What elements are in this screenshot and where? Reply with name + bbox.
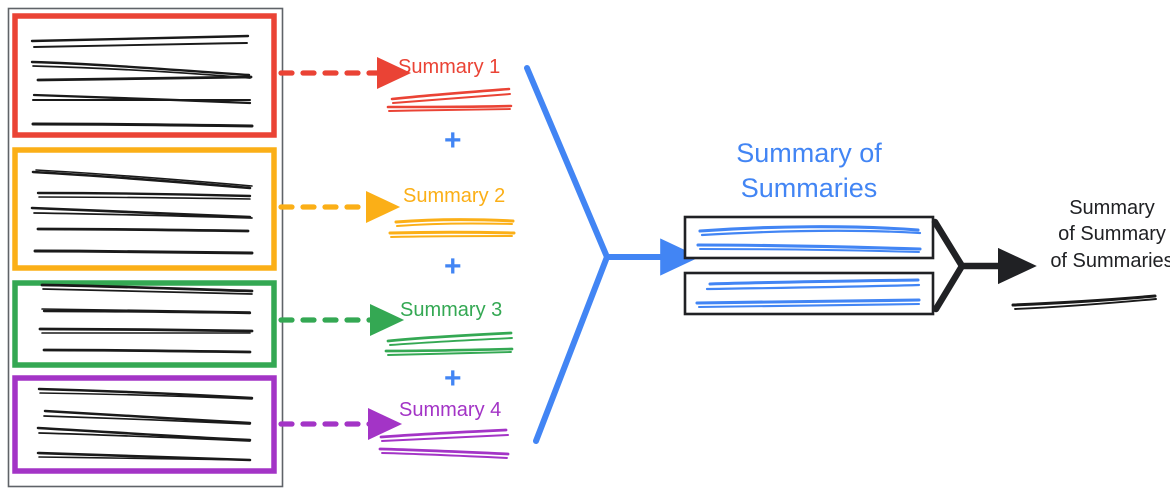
document-scribble-lines [30,34,254,128]
sos-box-1[interactable] [683,215,935,260]
sos-box-2[interactable] [683,271,935,316]
summary-1-scribble [386,87,513,112]
arrow-merge-final [931,218,1037,313]
document-scribble-lines [36,387,254,462]
summary-3-scribble [384,331,514,356]
final-title-line-2: of Summary [1058,223,1166,246]
final-title-line-3: of Summaries [1050,249,1170,272]
sos-scribble-lines [695,278,921,309]
document-box-green[interactable] [12,280,277,368]
plus-separator-1: + [444,124,462,157]
document-box-purple[interactable] [12,375,277,474]
final-title-line-1: Summary [1069,197,1155,219]
summary-4-scribble [378,428,510,459]
summary-4-label: Summary 4 [399,399,502,421]
document-scribble-lines [38,283,254,354]
sos-title-line-1: Summary of [736,138,882,168]
document-box-orange[interactable] [12,147,277,271]
summary-2-scribble [388,218,516,238]
arrow-merge-summaries [524,65,700,444]
plus-separator-3: + [444,362,462,395]
summary-1-label: Summary 1 [398,56,501,78]
summary-of-summaries-title: Summary of Summaries [679,136,939,205]
document-box-red[interactable] [12,13,277,138]
document-scribble-lines [30,169,254,255]
sos-scribble-lines [696,225,922,253]
plus-separator-2: + [444,250,462,283]
summary-3-label: Summary 3 [400,299,503,321]
final-summary-scribble [1011,294,1157,310]
final-summary-title: Summary of Summary of Summaries [1012,195,1170,274]
sos-title-line-2: Summaries [740,172,878,203]
summary-2-label: Summary 2 [403,185,506,207]
